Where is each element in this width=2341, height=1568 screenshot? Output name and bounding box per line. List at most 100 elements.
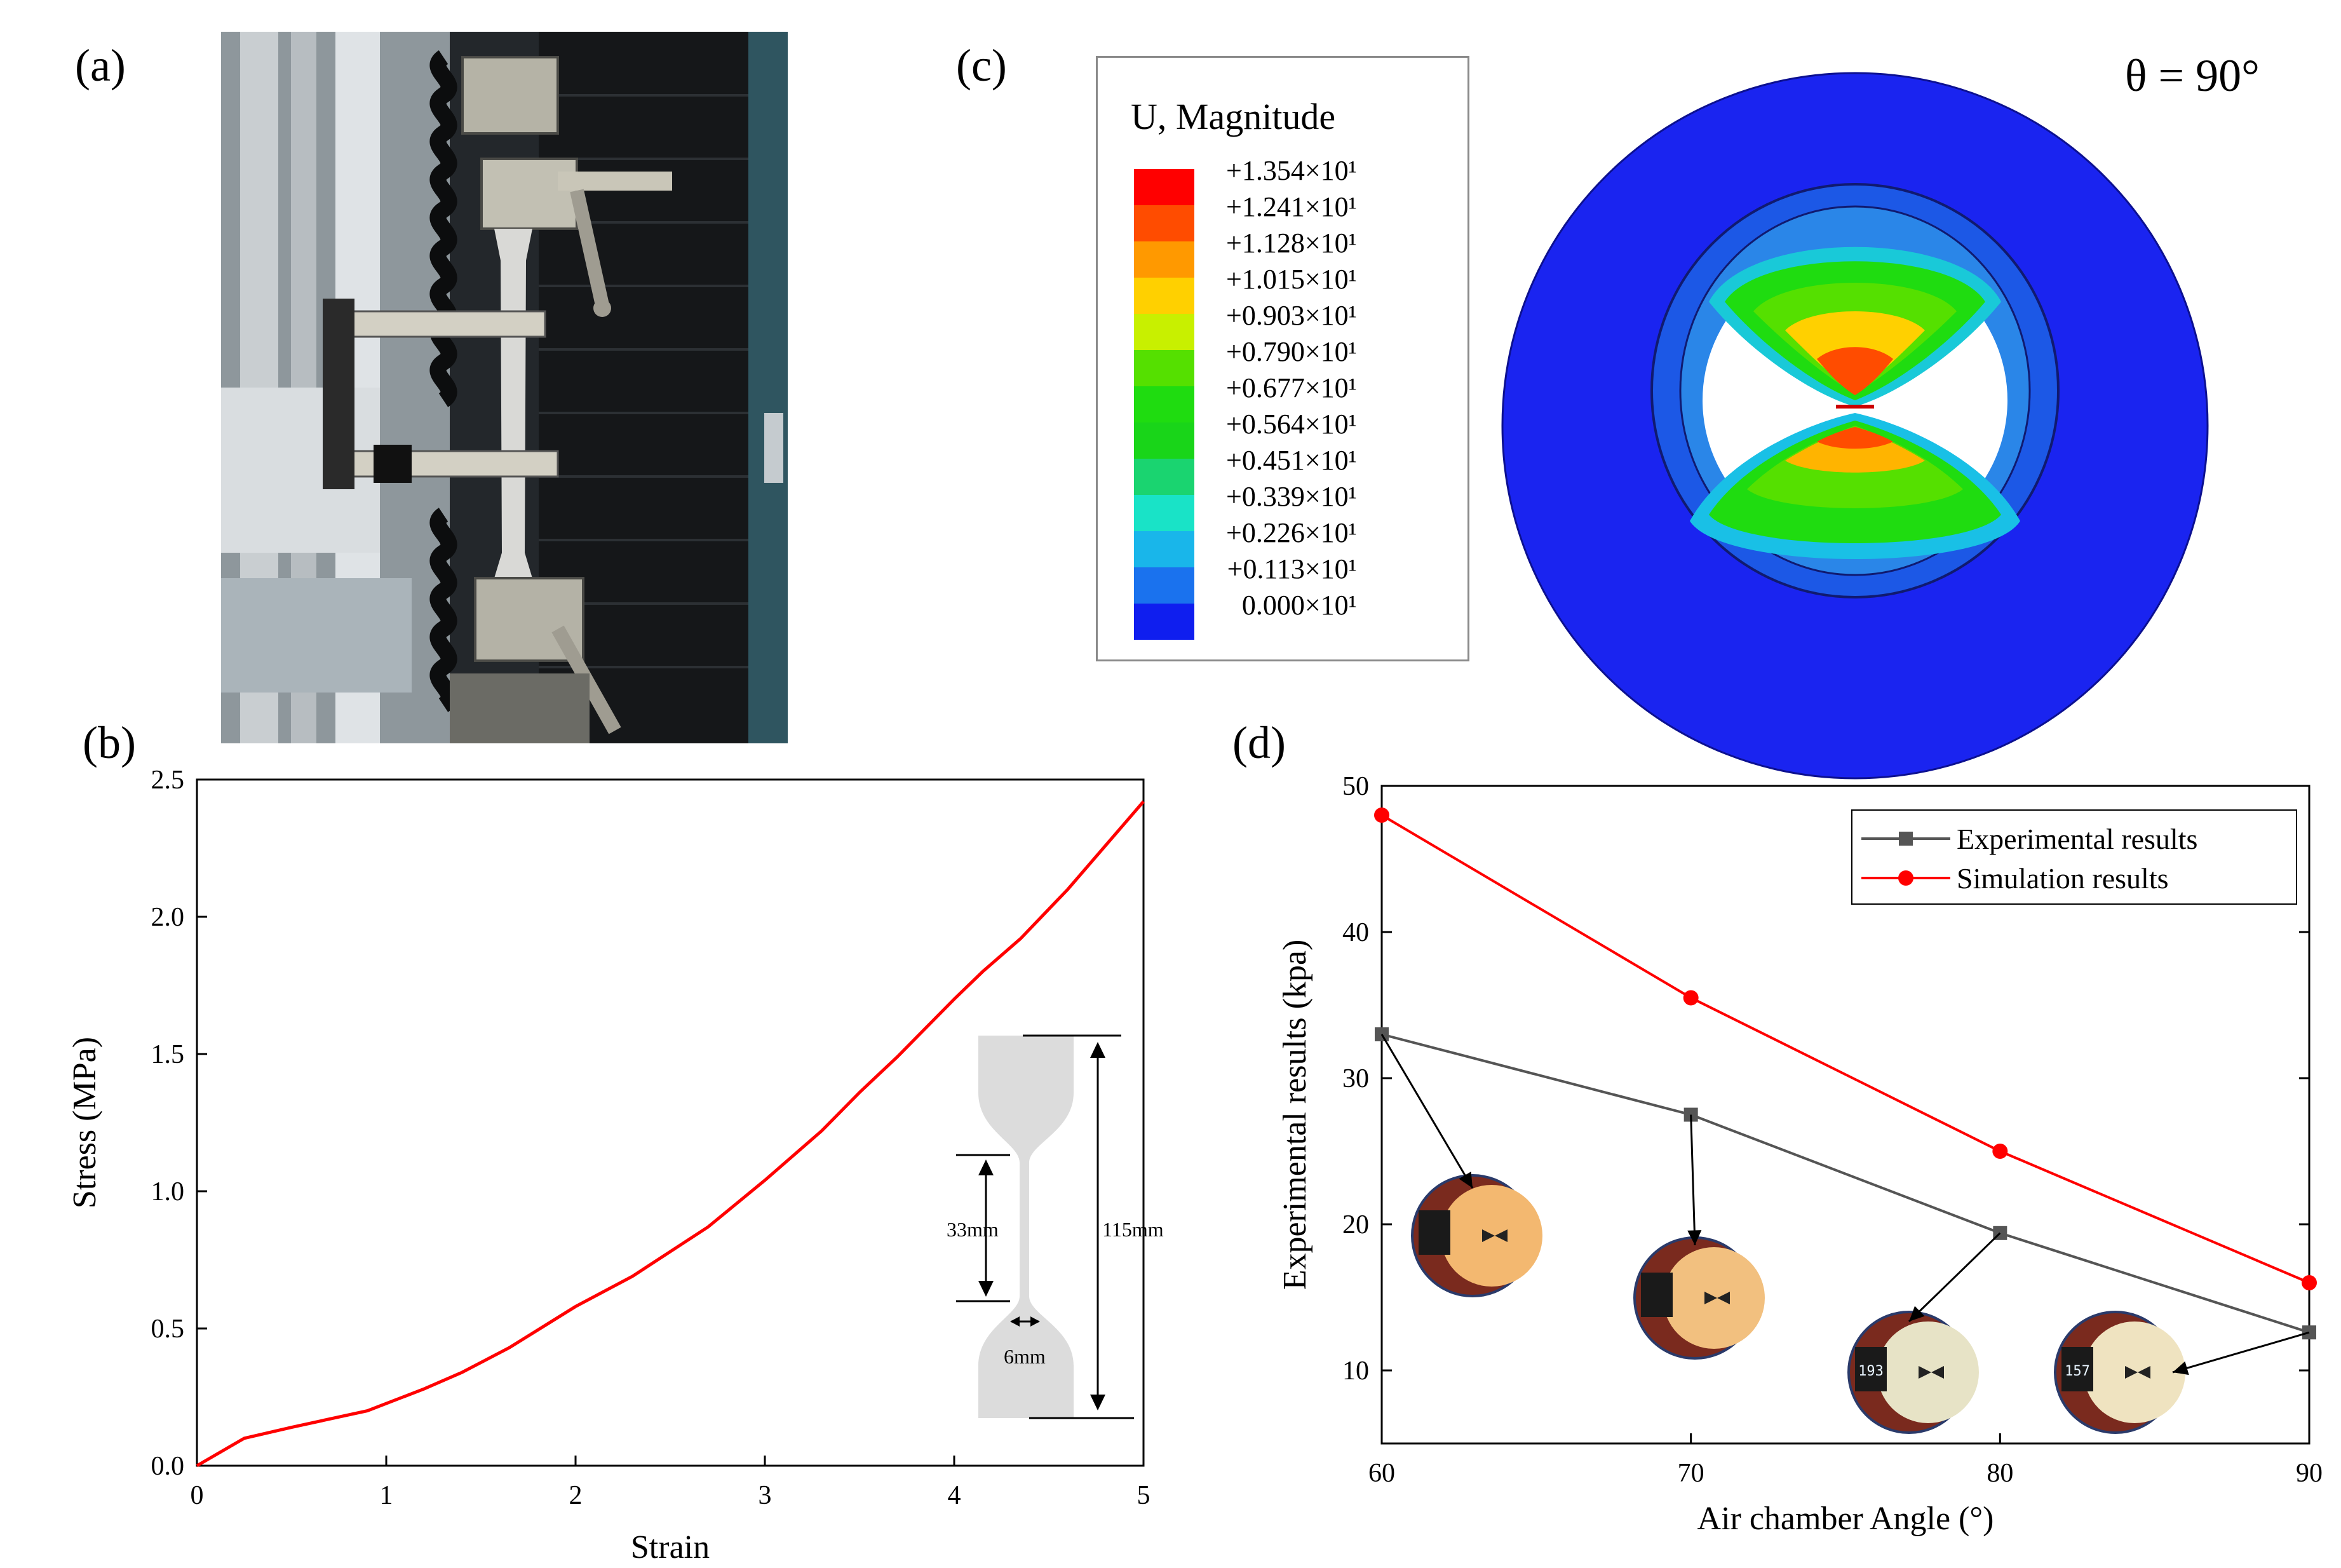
callout-arrowhead (1687, 1230, 1702, 1245)
x-tick-label: 80 (1987, 1459, 2013, 1488)
legend-value: +0.677×10¹ (1226, 372, 1357, 403)
legend-marker (1898, 870, 1913, 886)
photo-inset: 193 (1847, 1311, 1979, 1434)
legend-swatch (1134, 604, 1194, 640)
y-tick-label: 30 (1342, 1064, 1369, 1093)
legend-value: +1.015×10¹ (1226, 264, 1357, 295)
legend-swatch (1134, 386, 1194, 422)
legend-label: Simulation results (1957, 862, 2169, 895)
inset-gauge (2061, 1347, 2093, 1391)
x-tick-label: 0 (191, 1481, 204, 1510)
photo-inset (1411, 1174, 1542, 1297)
fem-model (1501, 72, 2209, 780)
legend-swatch (1134, 278, 1194, 314)
x-tick-label: 1 (380, 1481, 393, 1510)
panel-label-a: (a) (75, 40, 126, 91)
inset-gauge (1641, 1273, 1673, 1317)
callout-arrow (1690, 1114, 1696, 1246)
inset-hole (2125, 1366, 2150, 1379)
legend-value: +0.564×10¹ (1226, 409, 1357, 440)
y-tick-label: 50 (1342, 772, 1369, 801)
legend-swatch (1134, 531, 1194, 567)
x-tick-label: 60 (1368, 1459, 1395, 1488)
y-tick-label: 10 (1342, 1356, 1369, 1386)
inset-gauge-digits: 193 (1858, 1363, 1884, 1379)
legend-value: +0.339×10¹ (1226, 481, 1357, 512)
x-tick-label: 70 (1678, 1459, 1704, 1488)
series-line (1381, 1033, 2310, 1334)
data-point (1374, 808, 1389, 823)
legend-value: +1.354×10¹ (1226, 155, 1357, 186)
callout-arrowhead (1909, 1306, 1925, 1321)
dim-arrow (1010, 1316, 1040, 1327)
x-axis-label: Air chamber Angle (°) (1697, 1501, 1994, 1537)
panel-label-d: (d) (1232, 717, 1286, 768)
legend-swatch (1134, 169, 1194, 205)
legend-marker (1899, 832, 1913, 846)
dim-arrow (978, 1159, 994, 1297)
callout-arrow (2172, 1331, 2310, 1374)
upper-bulge (1709, 247, 2001, 407)
lower-grip (450, 577, 621, 743)
inset-gauge-digits: 157 (2065, 1363, 2090, 1379)
stress-strain-line (196, 800, 1145, 1468)
legend-swatch (1134, 495, 1194, 531)
y-tick-label: 40 (1342, 918, 1369, 947)
x-tick-label: 3 (759, 1481, 772, 1510)
photo-inset (1633, 1236, 1765, 1360)
coiled-cable (429, 50, 457, 712)
legend-value: 0.000×10¹ (1241, 590, 1357, 621)
legend-value: +0.790×10¹ (1226, 336, 1357, 367)
y-axis-label: Stress (MPa) (67, 1037, 103, 1208)
series-line (1380, 814, 2310, 1284)
x-tick-label: 4 (948, 1481, 961, 1510)
legend-value: +0.903×10¹ (1226, 300, 1357, 331)
legend-label: Experimental results (1957, 823, 2197, 855)
y-tick-label: 2.5 (151, 766, 185, 795)
panel-label-b: (b) (83, 717, 136, 768)
x-tick-label: 90 (2296, 1459, 2323, 1488)
inset-label: 115mm (1102, 1218, 1164, 1241)
y-tick-label: 2.0 (151, 903, 185, 932)
theta-label: θ = 90° (2125, 50, 2260, 101)
legend-color-bar (1134, 169, 1194, 640)
inset-label: 33mm (947, 1218, 999, 1241)
y-tick-label: 1.5 (151, 1040, 185, 1069)
inset-hole (1919, 1366, 1944, 1379)
legend-value: +0.226×10¹ (1226, 517, 1357, 548)
data-point (2302, 1275, 2317, 1290)
lower-bulge (1690, 413, 2020, 559)
legend-value: +0.113×10¹ (1227, 553, 1357, 585)
extensometer (323, 299, 559, 489)
panel-label-c: (c) (956, 40, 1007, 91)
plot-frame (1380, 785, 2311, 1445)
inset-gauge (1419, 1210, 1450, 1255)
plot-frame (196, 778, 1145, 1467)
y-tick-label: 0.5 (151, 1315, 185, 1344)
y-tick-label: 0.0 (151, 1452, 185, 1481)
callout-arrow (1908, 1232, 2001, 1323)
callout-arrow (1380, 1034, 1474, 1189)
legend-swatch (1134, 205, 1194, 241)
inset-hole (1704, 1292, 1730, 1304)
legend-frame (1851, 809, 2297, 905)
tensile-tester-photo (221, 32, 788, 743)
legend-swatch (1134, 567, 1194, 604)
specimen-shape (978, 1036, 1074, 1418)
legend-value: +1.241×10¹ (1226, 191, 1357, 222)
y-axis-label: Experimental results (kpa) (1277, 940, 1313, 1290)
callout-arrowhead (1459, 1172, 1473, 1188)
legend-value-list: +1.354×10¹ +1.241×10¹ +1.128×10¹ +1.015×10¹… (1226, 152, 1357, 623)
legend-swatch (1134, 350, 1194, 386)
callout-arrowhead (2173, 1361, 2189, 1375)
y-tick-label: 20 (1342, 1210, 1369, 1240)
legend-title: U, Magnitude (1131, 96, 1336, 137)
legend-value: +1.128×10¹ (1226, 227, 1357, 259)
data-point (1683, 990, 1699, 1006)
legend-swatch (1134, 422, 1194, 459)
x-tick-label: 2 (569, 1481, 583, 1510)
